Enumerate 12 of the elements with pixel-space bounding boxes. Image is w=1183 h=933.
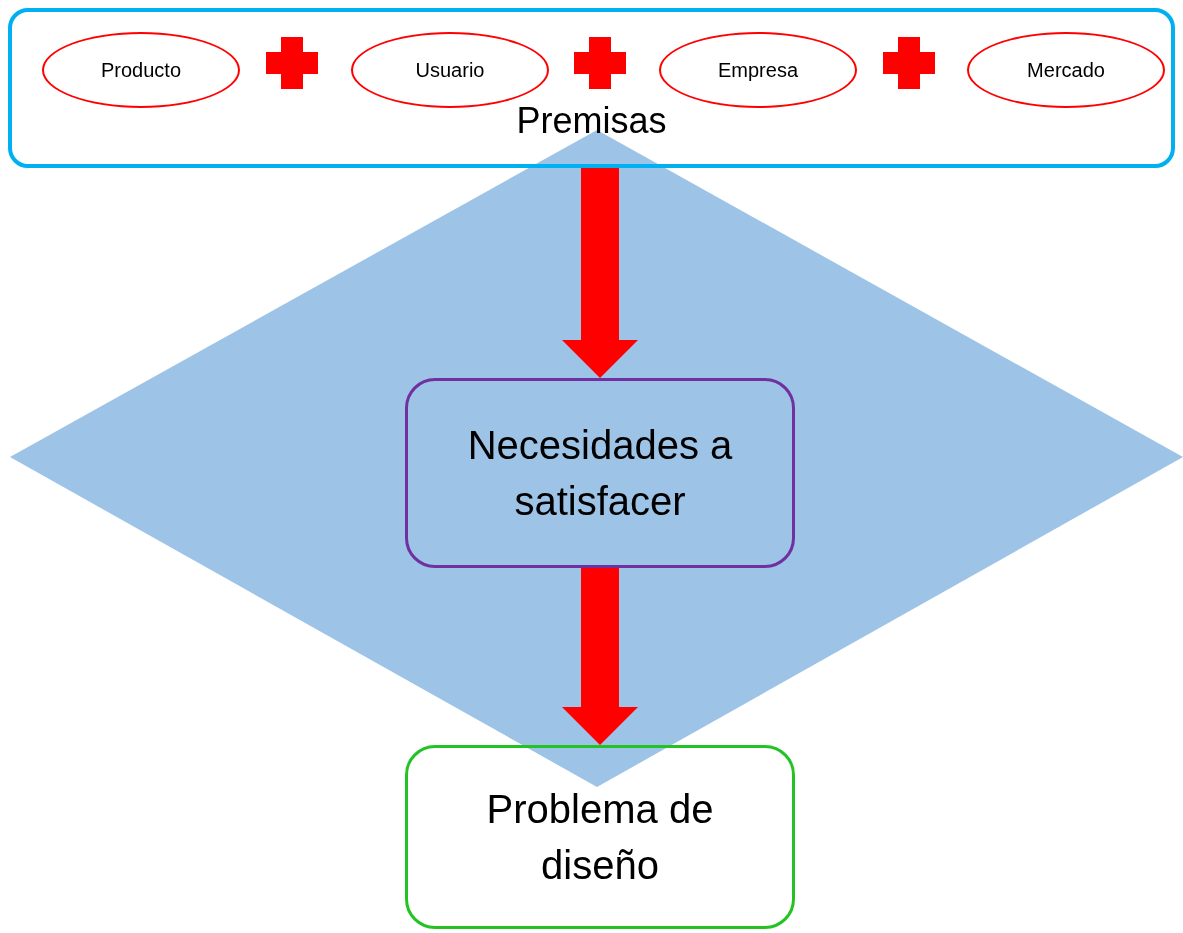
process-box [405,745,795,929]
process-box [405,378,795,568]
ellipse-label: Mercado [1027,58,1105,83]
premise-panel [8,8,1175,168]
panel-title: Premisas [516,98,667,143]
box-label: Necesidades a satisfacer [466,422,734,525]
ellipse-label: Usuario [415,58,485,83]
ellipse-label: Empresa [718,58,798,83]
arrow [562,568,638,745]
arrow [562,168,638,378]
ellipse-label: Producto [100,58,182,83]
box-label: Problema de diseño [485,786,715,889]
